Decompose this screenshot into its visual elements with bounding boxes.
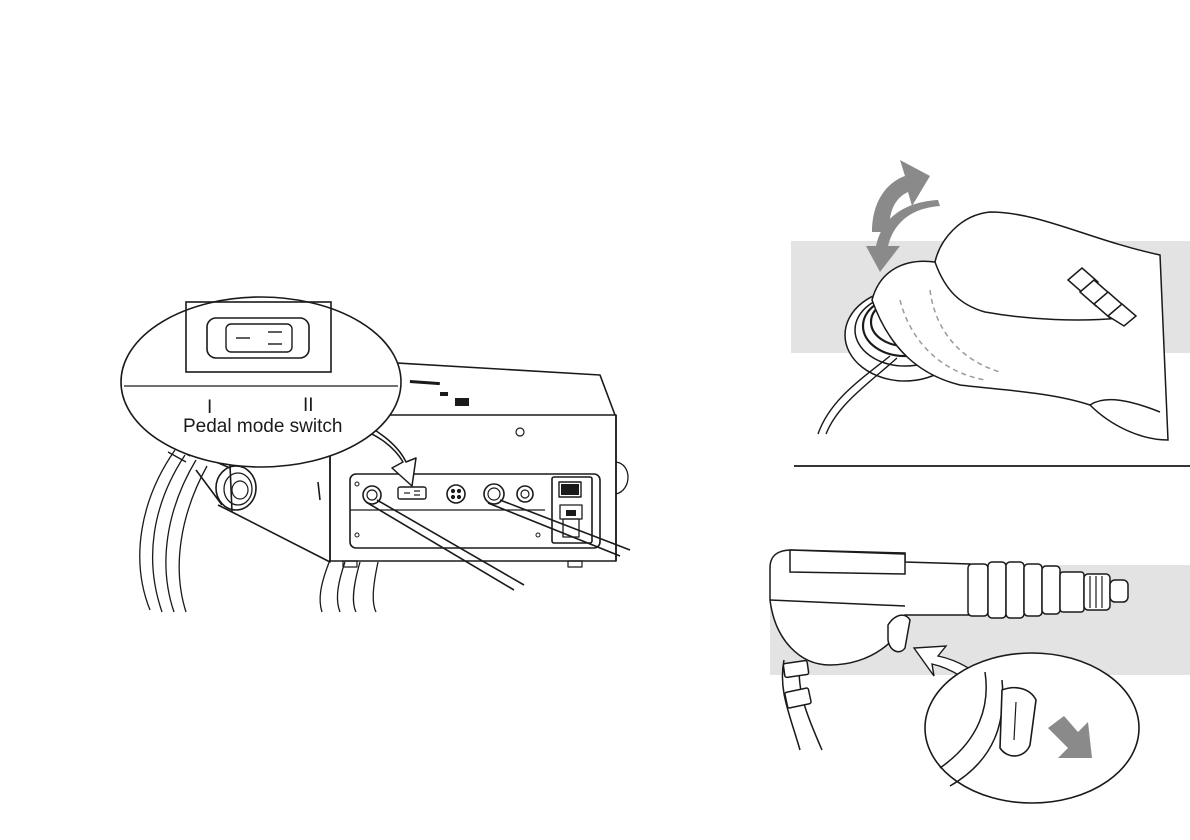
lid-print (410, 380, 469, 406)
cable-left (366, 500, 524, 590)
pedal-mode-switch-caption: Pedal mode switch (183, 417, 342, 436)
position-one-label: I (207, 398, 212, 417)
trigger-callout (925, 653, 1139, 803)
unit-mode-switch (398, 487, 426, 499)
pin-socket (447, 485, 465, 503)
foot-pedal-illustration (791, 160, 1190, 440)
switch-callout (121, 297, 401, 467)
air-coupling (517, 486, 533, 502)
handpiece-illustration (770, 550, 1190, 803)
callout-lens (121, 297, 401, 467)
unit-top-lid (380, 362, 615, 415)
position-two-label: II (303, 396, 314, 415)
coiled-hoses (140, 450, 378, 612)
